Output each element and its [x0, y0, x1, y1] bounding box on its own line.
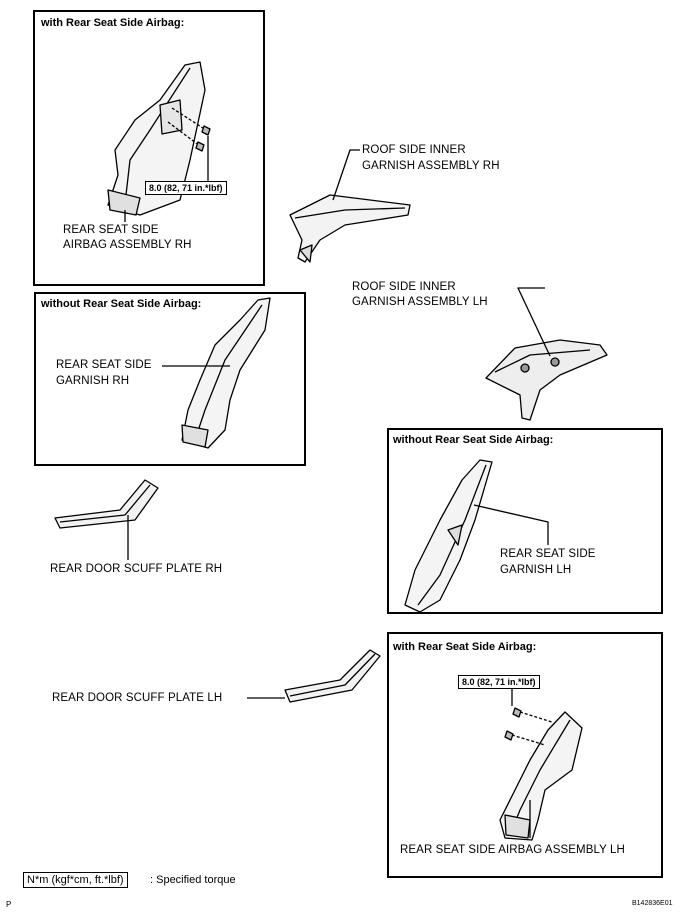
panel-without-airbag-rh	[34, 292, 306, 466]
torque-spec-lh: 8.0 (82, 71 in.*lbf)	[458, 675, 540, 689]
label-garnish-rh-line1: REAR SEAT SIDE	[56, 359, 152, 371]
label-airbag-rh-line1: REAR SEAT SIDE	[63, 224, 159, 236]
panel-title-without-airbag-rh: without Rear Seat Side Airbag:	[41, 298, 202, 310]
scuff-plate-rh-drawing	[54, 479, 159, 560]
label-airbag-rh-line2: AIRBAG ASSEMBLY RH	[63, 239, 192, 251]
panel-with-airbag-lh	[387, 632, 663, 878]
rear-seat-side-airbag-rh-drawing	[107, 61, 211, 216]
label-garnish-lh-line1: REAR SEAT SIDE	[500, 548, 596, 560]
roof-garnish-rh-drawing	[289, 149, 411, 263]
scuff-plate-lh-drawing	[247, 649, 381, 703]
rear-seat-side-airbag-lh-drawing	[499, 688, 583, 841]
figure-code: B142836E01	[632, 900, 673, 907]
panel-title-with-airbag-lh: with Rear Seat Side Airbag:	[393, 641, 537, 653]
torque-legend-text: : Specified torque	[150, 874, 236, 886]
roof-garnish-lh-drawing	[485, 287, 608, 421]
label-airbag-lh: REAR SEAT SIDE AIRBAG ASSEMBLY LH	[400, 844, 625, 856]
rear-seat-side-garnish-rh-drawing	[162, 297, 271, 449]
label-roof-rh-line2: GARNISH ASSEMBLY RH	[362, 160, 500, 172]
label-scuff-lh: REAR DOOR SCUFF PLATE LH	[52, 692, 223, 704]
label-scuff-rh: REAR DOOR SCUFF PLATE RH	[50, 563, 223, 575]
panel-title-without-airbag-lh: without Rear Seat Side Airbag:	[393, 434, 554, 446]
label-roof-rh-line1: ROOF SIDE INNER	[362, 144, 466, 156]
panel-without-airbag-lh	[387, 428, 663, 614]
label-roof-lh-line2: GARNISH ASSEMBLY LH	[352, 296, 488, 308]
torque-spec-rh: 8.0 (82, 71 in.*lbf)	[145, 181, 227, 195]
torque-unit-legend: N*m (kgf*cm, ft.*lbf)	[23, 872, 128, 888]
label-garnish-lh-line2: GARNISH LH	[500, 564, 572, 576]
panel-title-with-airbag-rh: with Rear Seat Side Airbag:	[41, 17, 185, 29]
footer-left-mark: P	[6, 900, 12, 909]
label-garnish-rh-line2: GARNISH RH	[56, 375, 130, 387]
label-roof-lh-line1: ROOF SIDE INNER	[352, 281, 456, 293]
panel-with-airbag-rh	[33, 10, 265, 286]
